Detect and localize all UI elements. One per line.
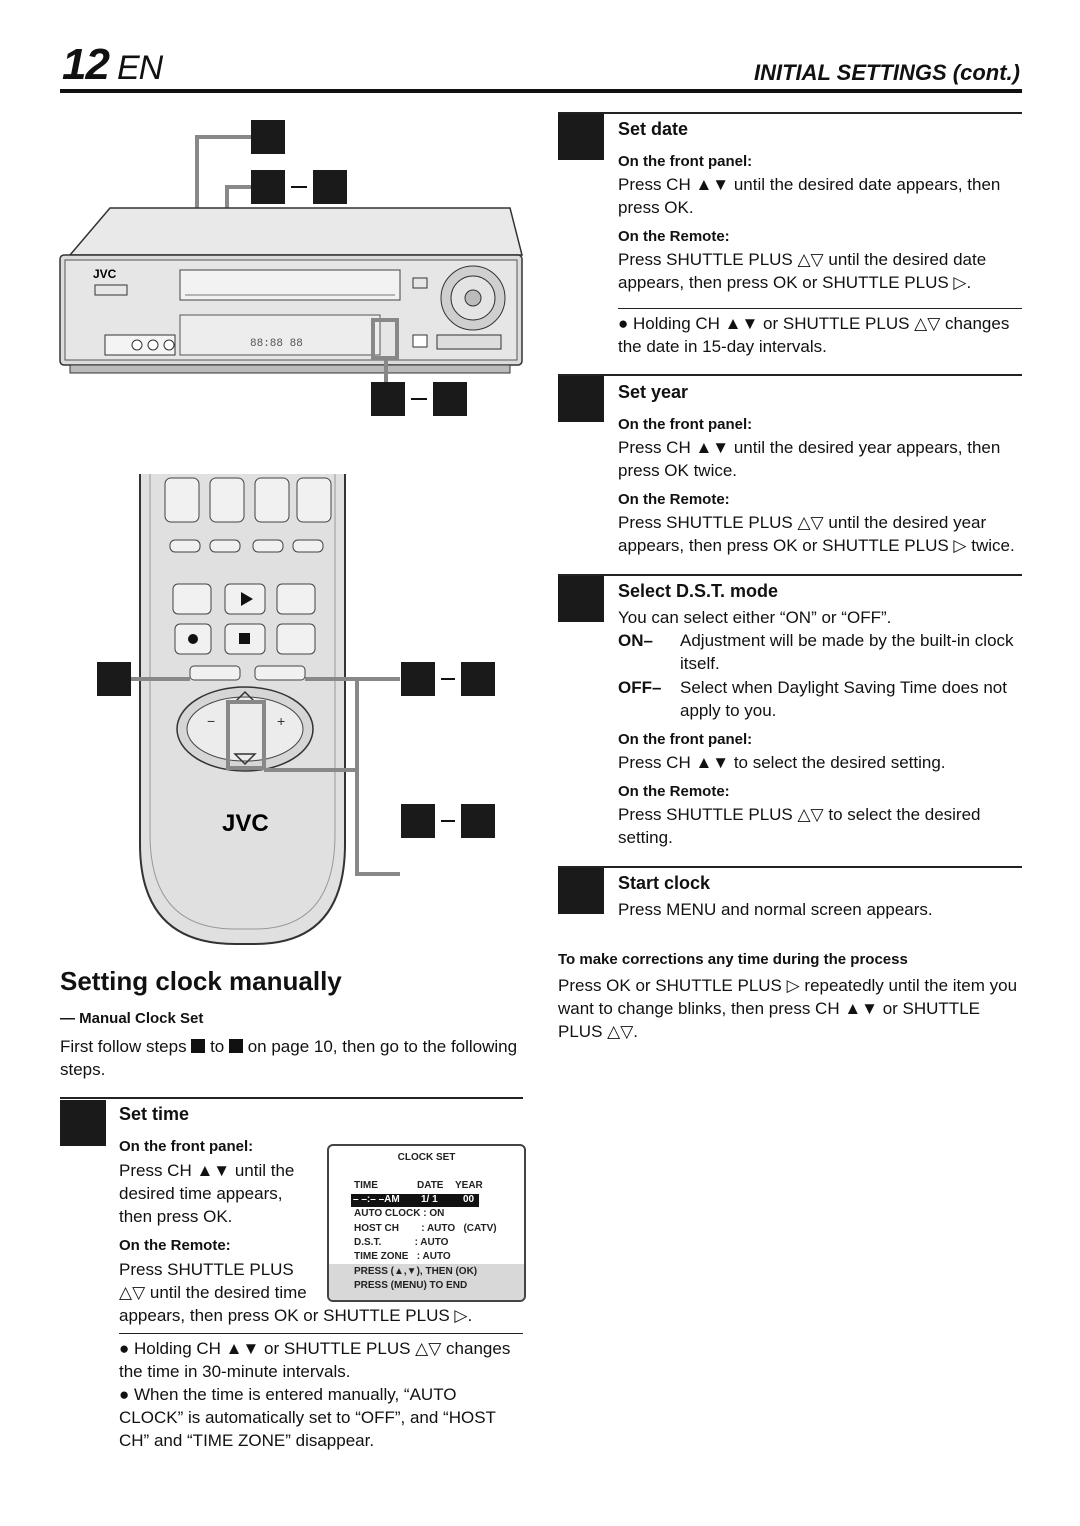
set-year-front-text: Press CH ▲▼ until the desired year appea…: [618, 438, 1001, 480]
set-time-title: Set time: [119, 1104, 190, 1124]
svg-text:+: +: [277, 713, 285, 729]
dst-off-key: OFF–: [618, 678, 662, 697]
step-box: [558, 868, 604, 914]
dst-on-text: Adjustment will be made by the built-in …: [680, 631, 1014, 673]
set-date-front-text: Press CH ▲▼ until the desired date appea…: [618, 175, 1001, 217]
remote-label: On the Remote:: [119, 1237, 231, 1254]
vcr-brand: JVC: [93, 267, 117, 281]
vcr-illustration: JVC 88:88 88: [59, 120, 523, 416]
set-time-bullet-1: ● Holding CH ▲▼ or SHUTTLE PLUS △▽ chang…: [119, 1339, 511, 1381]
dst-intro: You can select either “ON” or “OFF”.: [618, 608, 892, 627]
remote-brand: JVC: [222, 810, 269, 837]
front-panel-label: On the front panel:: [618, 416, 753, 433]
osd-title: CLOCK SET: [397, 1152, 456, 1163]
start-clock-title: Start clock: [618, 873, 711, 893]
corrections-title: To make corrections any time during the …: [558, 951, 908, 968]
osd-year-value: 00: [463, 1194, 475, 1205]
remote-label: On the Remote:: [618, 783, 730, 800]
set-year-remote-text: Press SHUTTLE PLUS △▽ until the desired …: [618, 513, 1015, 555]
intro-text: First follow steps to on page 10, then g…: [60, 1037, 518, 1079]
front-panel-label: On the front panel:: [618, 153, 753, 170]
set-time-bullet-2: ● When the time is entered manually, “AU…: [119, 1385, 496, 1450]
set-time-remote-c: appears, then press OK or SHUTTLE PLUS ▷…: [119, 1306, 473, 1325]
language-code: EN: [116, 49, 163, 87]
step-box: [558, 376, 604, 422]
header-title: INITIAL SETTINGS (cont.): [753, 60, 1020, 85]
dst-front-text: Press CH ▲▼ to select the desired settin…: [618, 753, 946, 772]
corrections-text: Press OK or SHUTTLE PLUS ▷ repeatedly un…: [558, 976, 1018, 1041]
start-clock-text: Press MENU and normal screen appears.: [618, 900, 933, 919]
dst-on-key: ON–: [618, 631, 653, 650]
remote-label: On the Remote:: [618, 228, 730, 245]
step-box: [558, 114, 604, 160]
osd-date-value: 1/ 1: [421, 1194, 438, 1205]
front-panel-label: On the front panel:: [618, 731, 753, 748]
callout-box: [251, 170, 285, 204]
callout-box: [401, 662, 435, 696]
step-box: [60, 1100, 106, 1146]
remote-illustration: − + JVC: [97, 474, 495, 945]
callout-box: [461, 804, 495, 838]
dst-title: Select D.S.T. mode: [618, 581, 779, 601]
step-marker: [191, 1039, 206, 1053]
set-date-remote-text: Press SHUTTLE PLUS △▽ until the desired …: [618, 250, 987, 292]
mode-label: — Manual Clock Set: [60, 1010, 204, 1027]
set-date-title: Set date: [618, 119, 689, 139]
remote-label: On the Remote:: [618, 491, 730, 508]
dst-remote-text: Press SHUTTLE PLUS △▽ to select the desi…: [618, 805, 981, 847]
svg-text:88:88 88: 88:88 88: [250, 338, 303, 350]
callout-box: [251, 120, 285, 154]
step-marker: [228, 1039, 243, 1053]
dst-off-text: Select when Daylight Saving Time does no…: [680, 678, 1007, 720]
set-time-remote-a: Press SHUTTLE PLUS: [119, 1260, 294, 1279]
header-rule: [60, 89, 1022, 93]
clock-set-screen: CLOCK SET TIME DATE YEAR – –:– –AM 1/ 1 …: [327, 1144, 526, 1302]
osd-time-value: – –:– –AM: [353, 1194, 400, 1205]
callout-box: [461, 662, 495, 696]
set-year-title: Set year: [618, 382, 689, 402]
front-panel-label: On the front panel:: [119, 1138, 254, 1155]
callout-box: [97, 662, 131, 696]
callout-box: [371, 382, 405, 416]
svg-text:−: −: [207, 713, 215, 729]
set-time-remote-b: △▽ until the desired time: [119, 1283, 307, 1302]
set-date-bullet: ● Holding CH ▲▼ or SHUTTLE PLUS △▽ chang…: [618, 314, 1010, 356]
section-title: Setting clock manually: [60, 966, 342, 996]
callout-box: [401, 804, 435, 838]
callout-box: [433, 382, 467, 416]
set-time-front-text: Press CH ▲▼ until the desired time appea…: [119, 1161, 295, 1226]
step-box: [558, 576, 604, 622]
callout-box: [313, 170, 347, 204]
